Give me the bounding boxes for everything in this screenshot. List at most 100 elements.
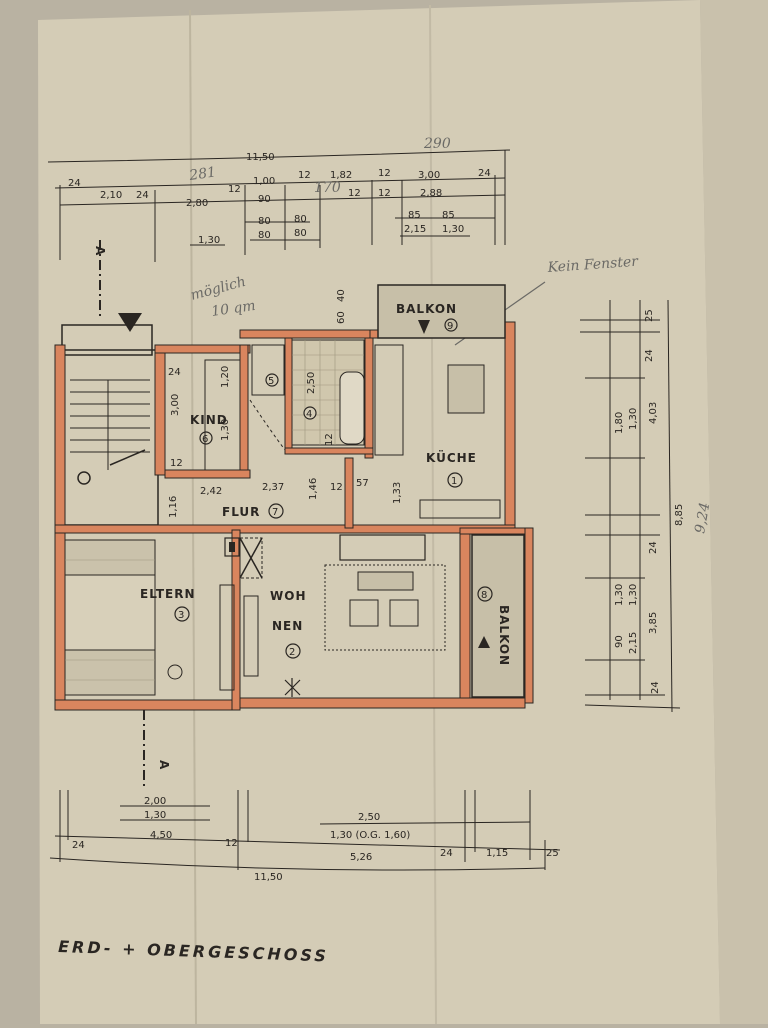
dim-label: 1,30 (198, 235, 220, 246)
dim-top-row4: 1,30 80 80 2,15 1,30 (198, 224, 464, 246)
dim-label: 80 (258, 216, 271, 227)
room-number: 8 (481, 590, 487, 601)
dim-label: 12 (378, 188, 391, 199)
dim-label: 1,30 (614, 584, 625, 606)
handwritten-kitchen-note: Kein Fenster (546, 254, 640, 276)
bottom-dimension-lines (49, 790, 561, 871)
paper-fold (700, 0, 768, 1024)
section-mark-bottom: A (143, 710, 171, 790)
dim-top-row3: 80 80 85 85 (258, 210, 455, 227)
right-dimensions: 25 24 1,80 1,30 4,03 24 8,85 1,30 1,30 9… (614, 309, 685, 694)
dim-label: 12 (378, 168, 391, 179)
dim-label: 24 (68, 178, 81, 189)
dim-label: 3,00 (170, 394, 181, 416)
handwritten-top-left: 281 (187, 164, 217, 184)
dim-label: 2,00 (144, 796, 166, 807)
dim-label: 1,30 (144, 810, 166, 821)
dim-label: 3,00 (418, 170, 440, 181)
room-number: 7 (272, 507, 278, 518)
entrance-arrow-icon (118, 313, 142, 332)
dim-label: 24 (136, 190, 149, 201)
dim-label: 1,46 (308, 478, 319, 500)
dim-label: 1,30 (628, 584, 639, 606)
dim-label: 2,50 (306, 372, 317, 394)
dim-label: 1,16 (168, 496, 179, 518)
dim-label: 24 (478, 168, 491, 179)
dim-label: 24 (168, 367, 181, 378)
dim-label: 1,20 (220, 366, 231, 388)
dim-label: 85 (408, 210, 421, 221)
dim-label: 12 (225, 838, 238, 849)
chimney (224, 537, 263, 579)
dim-label: 2,88 (420, 188, 442, 199)
dim-label: 4,03 (648, 402, 659, 424)
right-dimension-lines (580, 299, 681, 713)
handwritten-right-total: 9,24 (692, 501, 713, 534)
room-eltern: ELTERN 3 (64, 539, 235, 696)
handwritten-kind-area: 10 qm (210, 298, 256, 320)
dim-label: 1,30 (628, 408, 639, 430)
dim-label: 2,10 (100, 190, 122, 201)
section-label: A (157, 760, 171, 770)
room-number: 3 (178, 610, 184, 621)
dim-label: 24 (644, 349, 655, 362)
dim-label: 1,30 (O.G. 1,60) (330, 830, 410, 841)
paper-sheet (38, 0, 720, 1024)
entrance-arrow-icon (418, 320, 430, 334)
room-label: ELTERN (140, 587, 196, 601)
section-label: A (93, 246, 107, 256)
dim-top-row2: 90 12 12 2,88 (258, 188, 442, 205)
top-dimension-lines (47, 149, 511, 262)
room-bad: 4 (291, 339, 365, 446)
dim-top-overall: 11,50 (246, 152, 275, 163)
dim-label: 1,00 (253, 176, 275, 187)
dim-label: 90 (258, 194, 271, 205)
room-label: BALKON (396, 302, 457, 316)
room-label: FLUR (222, 505, 260, 519)
dim-label: 25 (546, 848, 559, 859)
room-number: 4 (306, 409, 312, 420)
dim-label: 2,80 (186, 198, 208, 209)
dim-label: 1,33 (392, 482, 403, 504)
room-wohnen: WOH NEN 2 (243, 534, 446, 697)
room-number: 5 (268, 376, 274, 387)
dim-label: 4,50 (150, 830, 172, 841)
dim-label: 24 (72, 840, 85, 851)
dim-label: 5,26 (350, 852, 372, 863)
dim-label: 2,42 (200, 486, 222, 497)
dim-label: 80 (294, 214, 307, 225)
bottom-dimensions: 2,00 1,30 2,50 1,30 (O.G. 1,60) 24 4,50 … (72, 796, 559, 883)
room-label: NEN (272, 619, 303, 633)
dim-label: 2,50 (358, 812, 380, 823)
dim-label: 80 (294, 228, 307, 239)
dim-label: 1,30 (442, 224, 464, 235)
dim-label: 2,37 (262, 482, 284, 493)
dim-label: 1,82 (330, 170, 352, 181)
dim-label: 24 (440, 848, 453, 859)
dim-label: 60 (336, 311, 347, 324)
interior-dimensions: 24 3,00 12 1,20 1,30 2,50 12 2,42 2,37 1… (168, 289, 403, 518)
dim-label: 2,15 (404, 224, 426, 235)
room-kind: KIND 6 (190, 359, 241, 471)
dim-label: 40 (336, 289, 347, 302)
dim-label: 3,85 (648, 612, 659, 634)
room-number: 2 (289, 647, 295, 658)
dim-label: 12 (324, 433, 335, 446)
room-label: KIND (190, 413, 228, 427)
balcony-top: BALKON 9 (377, 284, 506, 339)
handwritten-top-mid: 170 (314, 180, 341, 196)
dim-label: 90 (614, 635, 625, 648)
dim-label: 25 (644, 309, 655, 322)
dim-label: 57 (356, 478, 369, 489)
fold-line (429, 4, 437, 1025)
dim-label: 1,15 (486, 848, 508, 859)
dim-label: 11,50 (254, 872, 283, 883)
room-number: 1 (451, 476, 457, 487)
balcony-right: BALKON 8 (471, 534, 525, 698)
room-number: 9 (447, 321, 453, 332)
section-mark-top: A (93, 240, 107, 320)
room-kueche: KÜCHE 1 (374, 344, 501, 519)
room-label: WOH (270, 589, 306, 603)
